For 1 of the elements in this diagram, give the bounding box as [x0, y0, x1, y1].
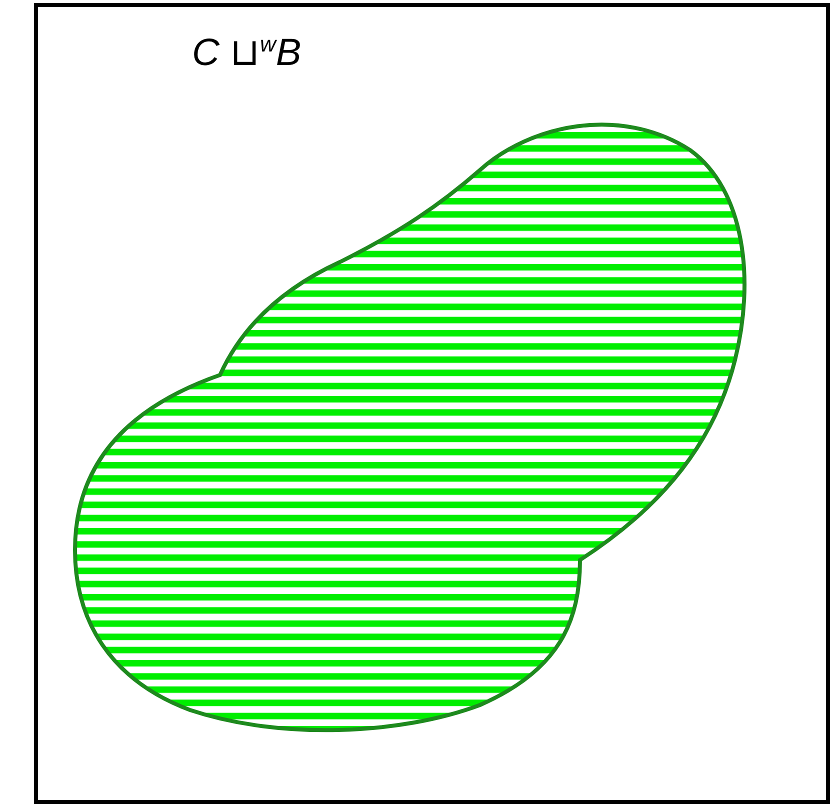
- set-formula: C ⊔$^{w}$B: [192, 30, 302, 75]
